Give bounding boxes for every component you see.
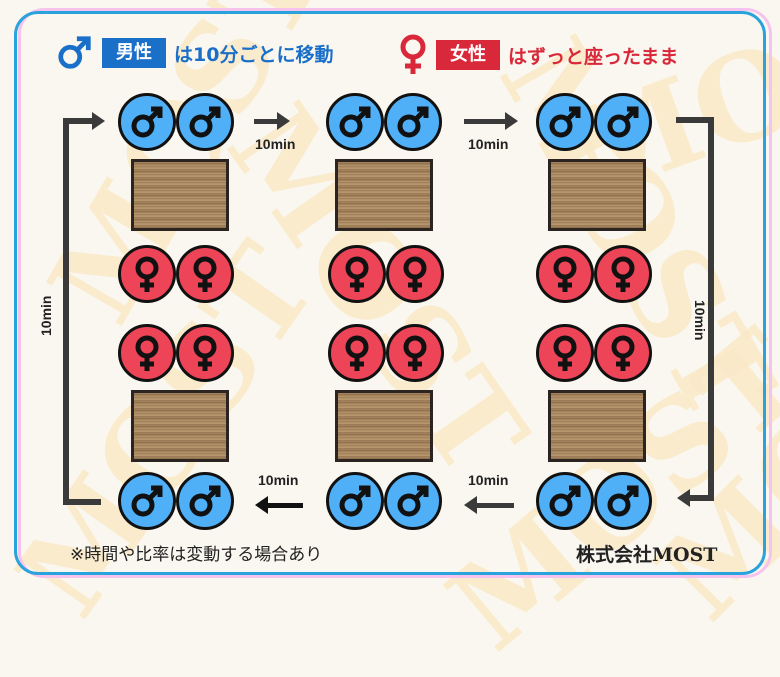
table (335, 390, 433, 462)
female-symbol-icon (127, 333, 167, 373)
male-seat (384, 93, 442, 151)
male-symbol-icon (603, 102, 643, 142)
female-seat (594, 324, 652, 382)
female-seat (536, 324, 594, 382)
arrow-left (267, 503, 303, 508)
male-symbol-icon (545, 102, 585, 142)
inner-frame (14, 11, 766, 575)
table (548, 390, 646, 462)
male-symbol-icon (393, 102, 433, 142)
female-symbol-icon (185, 254, 225, 294)
female-symbol-icon (545, 254, 585, 294)
female-symbol-icon (185, 333, 225, 373)
table (548, 159, 646, 231)
arrow-right (464, 119, 506, 124)
male-symbol-icon (58, 36, 91, 69)
table (131, 390, 229, 462)
female-symbol-icon (127, 254, 167, 294)
legend-male: 男性 は10分ごとに移動 (56, 34, 333, 72)
rotation-label: 10min (468, 472, 509, 488)
male-seat (326, 472, 384, 530)
female-seat (176, 324, 234, 382)
female-symbol-icon (400, 34, 426, 74)
male-symbol-icon (185, 102, 225, 142)
male-seat (326, 93, 384, 151)
arrow-right-side (708, 117, 714, 501)
male-seat (176, 472, 234, 530)
male-symbol-icon (185, 481, 225, 521)
female-seat (536, 245, 594, 303)
male-symbol-icon (127, 102, 167, 142)
male-symbol-icon (393, 481, 433, 521)
arrow-right-side (676, 117, 710, 123)
disclaimer-note: ※時間や比率は変動する場合あり (70, 545, 323, 565)
female-symbol-icon (603, 333, 643, 373)
arrow-right (254, 119, 278, 124)
arrow-left-side (63, 118, 93, 124)
female-seat (594, 245, 652, 303)
arrowhead-icon (277, 112, 290, 130)
female-seat (386, 245, 444, 303)
rotation-label: 10min (468, 136, 509, 152)
arrowhead-icon (255, 496, 268, 514)
female-seat (118, 324, 176, 382)
arrowhead-icon (92, 112, 105, 130)
female-seat (176, 245, 234, 303)
rotation-label: 10min (692, 300, 708, 341)
male-seat (118, 93, 176, 151)
male-seat (384, 472, 442, 530)
female-symbol-icon (395, 333, 435, 373)
arrow-left-side (63, 499, 101, 505)
male-symbol-icon (335, 481, 375, 521)
table (131, 159, 229, 231)
rotation-label: 10min (38, 295, 54, 336)
female-seat (118, 245, 176, 303)
arrowhead-icon (464, 496, 477, 514)
male-symbol-icon (335, 102, 375, 142)
male-seat (594, 472, 652, 530)
male-seat (118, 472, 176, 530)
arrow-left-side (63, 118, 69, 505)
arrowhead-icon (677, 489, 690, 507)
table (335, 159, 433, 231)
female-seat (328, 245, 386, 303)
male-symbol-icon (127, 481, 167, 521)
female-symbol-icon (337, 333, 377, 373)
female-seat (328, 324, 386, 382)
arrow-left (476, 503, 514, 508)
male-symbol-icon (545, 481, 585, 521)
female-tag: 女性 (436, 40, 500, 70)
female-symbol-icon (395, 254, 435, 294)
outer-frame (18, 8, 772, 578)
company-brand: 株式会社MOST (576, 544, 718, 566)
female-seat (386, 324, 444, 382)
male-seat (594, 93, 652, 151)
female-symbol-icon (337, 254, 377, 294)
female-symbol-icon (603, 254, 643, 294)
female-rule-text: はずっと座ったまま (508, 45, 679, 68)
female-symbol-icon (545, 333, 585, 373)
male-symbol-icon (603, 481, 643, 521)
arrow-right-side (690, 495, 714, 501)
male-seat (536, 93, 594, 151)
rotation-label: 10min (255, 136, 296, 152)
legend-female: 女性 はずっと座ったまま (398, 34, 678, 76)
male-tag: 男性 (102, 38, 166, 68)
male-seat (176, 93, 234, 151)
arrowhead-icon (505, 112, 518, 130)
rotation-label: 10min (258, 472, 299, 488)
male-rule-text: は10分ごとに移動 (174, 43, 334, 66)
male-seat (536, 472, 594, 530)
